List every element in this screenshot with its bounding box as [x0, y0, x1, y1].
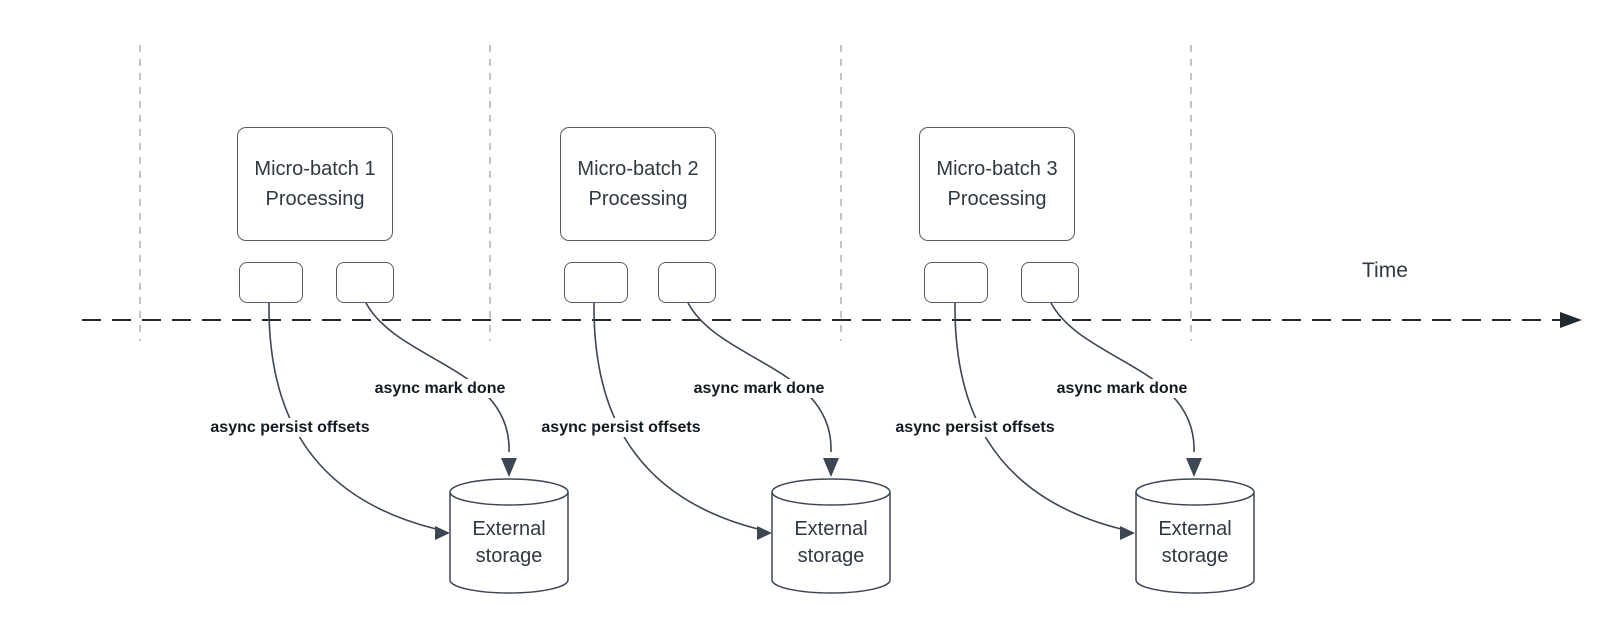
- external-storage-label-line1: External: [472, 518, 546, 540]
- external-storage-label-line2: storage: [797, 545, 865, 567]
- process-box-label-line2: Processing: [588, 188, 688, 210]
- external-storage-cylinder-lip: [771, 491, 891, 506]
- external-storage-label: External storage: [449, 516, 569, 570]
- persist-offsets-arrow-label: async persist offsets: [538, 418, 704, 437]
- mark-done-arrow-label: async mark done: [690, 379, 828, 398]
- process-box-label-line1: Micro-batch 2: [577, 158, 699, 180]
- persist-offsets-task-box: [564, 262, 628, 303]
- persist-offsets-task-box: [924, 262, 988, 303]
- mark-done-task-box: [1021, 262, 1079, 303]
- external-storage-cylinder: [771, 478, 891, 594]
- external-storage-cylinder-lip: [1135, 491, 1255, 506]
- process-box-label-line2: Processing: [265, 188, 365, 210]
- external-storage-cylinder: [1135, 478, 1255, 594]
- persist-offsets-arrow: [268, 302, 437, 530]
- persist-offsets-arrow: [954, 302, 1122, 530]
- process-box-label-line1: Micro-batch 3: [936, 158, 1058, 180]
- micro-batch-1-processing-box: Micro-batch 1 Processing: [237, 127, 393, 241]
- external-storage-label-line1: External: [794, 518, 868, 540]
- mark-done-arrow: [687, 302, 832, 453]
- mark-done-task-box: [336, 262, 394, 303]
- mark-done-arrowhead: [501, 458, 517, 477]
- mark-done-arrow: [365, 302, 510, 453]
- mark-done-task-box: [658, 262, 716, 303]
- micro-batch-2-processing-box: Micro-batch 2 Processing: [560, 127, 716, 241]
- external-storage-cylinder-lip: [449, 491, 569, 506]
- external-storage-label-line2: storage: [1161, 545, 1229, 567]
- persist-offsets-arrowhead: [1120, 526, 1135, 540]
- persist-offsets-task-box: [239, 262, 303, 303]
- time-axis-label: Time: [1362, 259, 1408, 282]
- external-storage-label-line2: storage: [475, 545, 543, 567]
- external-storage-label: External storage: [771, 516, 891, 570]
- mark-done-arrowhead: [823, 458, 839, 477]
- persist-offsets-arrowhead: [757, 526, 772, 540]
- process-box-label-line2: Processing: [947, 188, 1047, 210]
- external-storage-label: External storage: [1135, 516, 1255, 570]
- mark-done-arrow-label: async mark done: [1053, 379, 1191, 398]
- time-axis-arrowhead: [1560, 312, 1582, 328]
- external-storage-label-line1: External: [1158, 518, 1232, 540]
- persist-offsets-arrow-label: async persist offsets: [207, 418, 373, 437]
- external-storage-cylinder: [449, 478, 569, 594]
- micro-batch-3-processing-box: Micro-batch 3 Processing: [919, 127, 1075, 241]
- persist-offsets-arrowhead: [435, 526, 450, 540]
- process-box-label-line1: Micro-batch 1: [254, 158, 376, 180]
- mark-done-arrowhead: [1186, 458, 1202, 477]
- mark-done-arrow: [1050, 302, 1195, 453]
- persist-offsets-arrow: [593, 302, 759, 530]
- persist-offsets-arrow-label: async persist offsets: [892, 418, 1058, 437]
- mark-done-arrow-label: async mark done: [371, 379, 509, 398]
